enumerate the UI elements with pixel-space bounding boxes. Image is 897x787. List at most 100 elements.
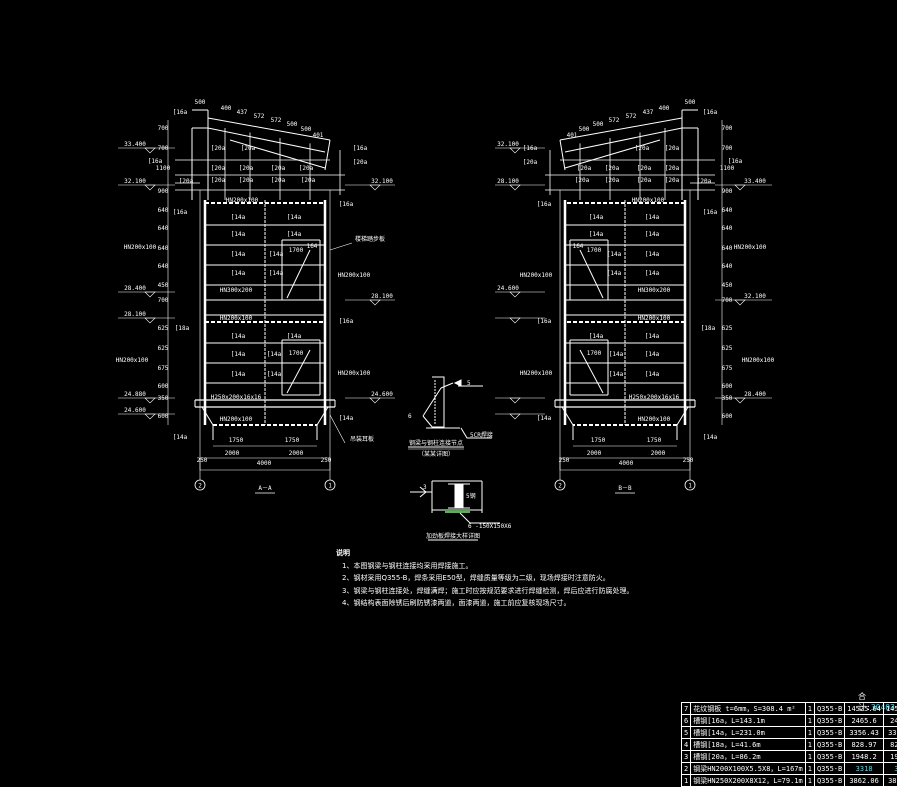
axis-label: 1 (688, 483, 692, 490)
detail2-weld-size: 3 (423, 484, 427, 491)
elevation-label: 33.400 (124, 141, 146, 148)
bom-cell-unit: 2465.6 (845, 715, 884, 727)
level-dimension: 640 (722, 263, 733, 270)
member-label: [14a (645, 270, 660, 277)
member-label: 1750 (285, 437, 300, 444)
member-label: [14a (269, 251, 284, 258)
member-label: [14a (339, 415, 354, 422)
member-label: [20a (697, 178, 712, 185)
bom-cell-material: Q355-B (814, 727, 844, 739)
member-label: 2000 (651, 450, 666, 457)
member-label: HN300x200 (638, 287, 671, 294)
member-label: [14a (589, 333, 604, 340)
member-label: 164 (573, 243, 584, 250)
member-label: [16a (173, 209, 188, 216)
member-label: [20a (239, 165, 254, 172)
level-dimension: 900 (722, 188, 733, 195)
bom-cell-no: 3 (682, 751, 691, 763)
member-label: [14a (231, 351, 246, 358)
note-line: 3、钢梁与钢柱连接处，焊缝满焊；施工时应按规范要求进行焊缝检测，焊后应进行防腐处… (336, 585, 633, 598)
level-dimension: 700 (158, 125, 169, 132)
level-dimension: 900 (158, 188, 169, 195)
member-label: 500 (287, 121, 298, 128)
member-label: [20a (605, 177, 620, 184)
member-label: [20a (577, 165, 592, 172)
elevation-label: 28.100 (124, 311, 146, 318)
member-label: [14a (231, 231, 246, 238)
detail1-num: 6 (408, 413, 412, 420)
bom-cell-material: Q355-B (814, 715, 844, 727)
member-label: [20a (635, 145, 650, 152)
member-label: [14a (609, 371, 624, 378)
member-label: [20a (299, 165, 314, 172)
member-label: [14a (589, 214, 604, 221)
member-label: [14a (589, 231, 604, 238)
bom-cell-qty: 1 (805, 775, 814, 787)
member-label: [14a (267, 351, 282, 358)
detail2-plate: 5钢 (466, 492, 476, 500)
elevation-label: 24.600 (124, 407, 146, 414)
member-label: [16a (537, 318, 552, 325)
member-label: 1700 (289, 350, 304, 357)
bom-cell-no: 6 (682, 715, 691, 727)
member-label: 500 (301, 126, 312, 133)
member-label: HN300x200 (220, 287, 253, 294)
connection-details: 5 5CR焊接 6 钢梁与钢柱连接节点 （某某详图） 3 5钢 6 -150X1… (408, 377, 512, 540)
note-line: 1、本图钢梁与钢柱连接均采用焊接施工。 (336, 560, 633, 573)
bom-cell-unit: 3318 (845, 763, 884, 775)
member-label: [16a (728, 158, 743, 165)
member-label: [14a (645, 251, 660, 258)
elevation-label: 28.100 (497, 178, 519, 185)
elevation-label: 24.600 (497, 285, 519, 292)
member-label: [16a (339, 318, 354, 325)
detail1-weld-note: 5CR焊接 (470, 431, 493, 439)
member-label: [20a (523, 159, 538, 166)
member-label: 400 (659, 105, 670, 112)
member-label: 1750 (229, 437, 244, 444)
section-b-b: 500400437572572500500401[16a[16a[20a[20a… (495, 99, 775, 493)
member-label: 164 (307, 243, 318, 250)
member-label: [14a (287, 333, 302, 340)
member-label: 401 (567, 132, 578, 139)
notes-title: 说明 (336, 547, 633, 560)
bom-cell-total: 3318 (883, 763, 897, 775)
member-label: HN200x100 (220, 315, 253, 322)
member-label: [14a (609, 351, 624, 358)
elevation-label: 32.100 (744, 293, 766, 300)
bom-cell-name: 花纹钢板 t=6mm，S=308.4 m² (691, 703, 806, 715)
level-dimension: 625 (722, 325, 733, 332)
bom-cell-qty: 1 (805, 763, 814, 775)
level-dimension: 450 (158, 282, 169, 289)
level-dimension: 350 (722, 395, 733, 402)
bom-cell-qty: 1 (805, 727, 814, 739)
member-label: [20a (301, 177, 316, 184)
level-dimension: 640 (722, 245, 733, 252)
member-label: 1750 (591, 437, 606, 444)
bom-cell-unit: 1948.2 (845, 751, 884, 763)
member-label: [20a (239, 177, 254, 184)
bom-cell-no: 7 (682, 703, 691, 715)
axis-label: 2 (558, 483, 562, 490)
member-label: [16a (339, 201, 354, 208)
member-label: 250 (683, 457, 694, 464)
member-label: 572 (254, 113, 265, 120)
member-label: [18a (175, 325, 190, 332)
level-dimension: 640 (158, 207, 169, 214)
member-label: 500 (579, 126, 590, 133)
elevation-label: 28.100 (371, 293, 393, 300)
member-label: 4000 (619, 460, 634, 467)
member-label: HN200x100 (520, 370, 553, 377)
member-label: [14a (645, 371, 660, 378)
level-dimension: 350 (158, 395, 169, 402)
member-label: 437 (643, 109, 654, 116)
member-label: 1750 (647, 437, 662, 444)
section-a-a: 500400437572572500500401[16a[16a[20a[20a… (116, 99, 395, 493)
level-dimension: 700 (722, 145, 733, 152)
member-label: [20a (665, 145, 680, 152)
member-label: 401 (313, 132, 324, 139)
